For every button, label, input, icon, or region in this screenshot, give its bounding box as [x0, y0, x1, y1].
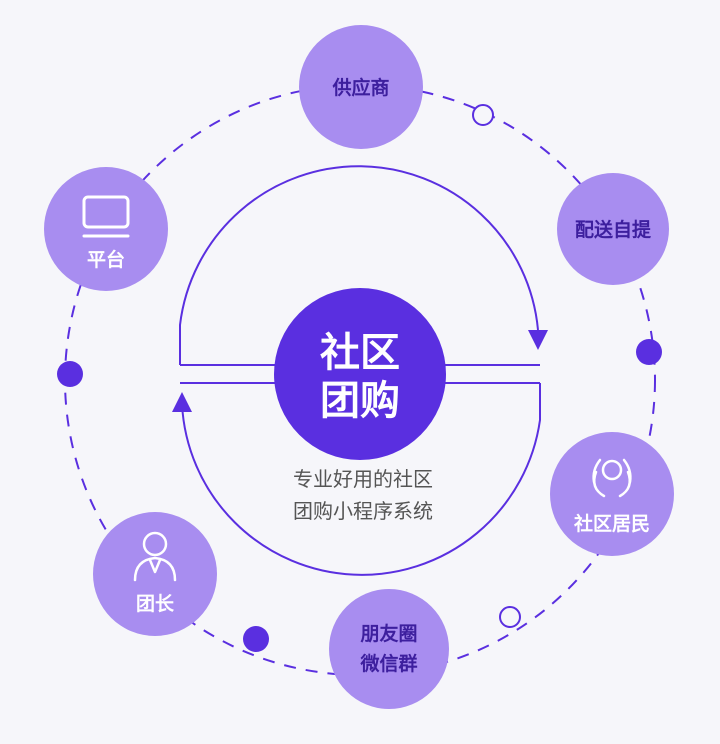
orbit-ring-bottom-right [499, 606, 521, 628]
node-leader: 团长 [93, 512, 217, 636]
node-residents-label: 社区居民 [573, 512, 650, 535]
center-title-line2: 团购 [320, 378, 400, 424]
center-subtitle-line2: 团购小程序系统 [293, 499, 433, 523]
node-leader-label: 团长 [136, 593, 175, 615]
bottom-arc-arrow [181, 383, 541, 576]
node-platform-label: 平台 [87, 248, 125, 271]
top-arrowhead [528, 330, 548, 350]
node-delivery-label: 配送自提 [575, 218, 652, 241]
node-wechat: 朋友圈 微信群 [329, 589, 449, 709]
node-residents: 社区居民 [550, 432, 674, 556]
node-wechat-line2: 微信群 [359, 652, 417, 675]
monitor-icon [82, 195, 130, 238]
center-circle [274, 288, 446, 460]
people-icon [592, 458, 632, 498]
center-title-line1: 社区 [320, 330, 400, 376]
node-supplier: 供应商 [299, 25, 423, 149]
top-arc-arrow [179, 165, 539, 365]
orbit-ring-top-right [472, 104, 494, 126]
orbit-dot-left [57, 361, 83, 387]
orbit-dot-bottom [243, 626, 269, 652]
orbit-dot-right [636, 339, 662, 365]
node-supplier-label: 供应商 [331, 76, 389, 99]
bottom-arrowhead [172, 392, 192, 412]
person-icon [133, 531, 177, 582]
node-wechat-line1: 朋友圈 [360, 622, 417, 645]
node-platform: 平台 [44, 167, 168, 291]
center-subtitle-line1: 专业好用的社区 [293, 467, 433, 491]
node-delivery: 配送自提 [557, 173, 669, 285]
